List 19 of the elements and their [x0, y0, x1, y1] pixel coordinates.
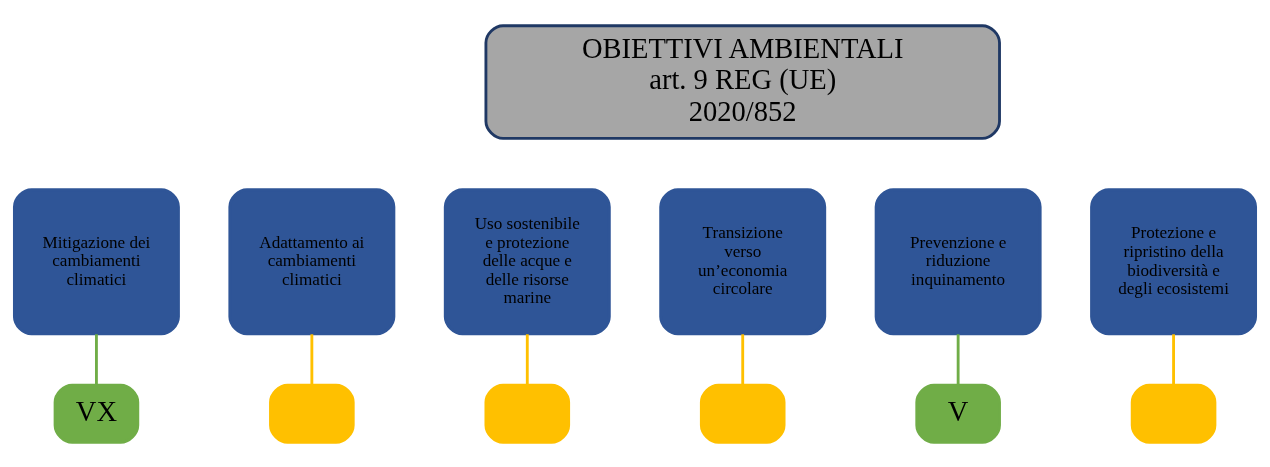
- node-box: OBIETTIVI AMBIENTALI art. 9 REG (UE) 2020/852: [484, 23, 1001, 140]
- connector: [310, 333, 314, 385]
- node-box: [269, 383, 355, 444]
- connector: [525, 333, 529, 385]
- node-box: Uso sostenibile e protezione delle acque e delle risorse marine: [443, 187, 611, 335]
- node-box: Adattamento ai cambiamenti climatici: [228, 187, 396, 335]
- node-box: [699, 383, 786, 444]
- node-box: [1130, 383, 1217, 444]
- node-box: Prevenzione e riduzione inquinamento: [874, 187, 1042, 335]
- connector: [741, 333, 745, 385]
- node-box: [484, 383, 571, 444]
- node-box: Protezione e ripristino della biodiversità e degli ecosistemi: [1090, 187, 1258, 335]
- node-box: VX: [53, 383, 140, 444]
- node-box: Mitigazione dei cambiamenti climatici: [12, 187, 180, 335]
- node-box: V: [915, 383, 1001, 444]
- connector: [956, 333, 960, 385]
- connector: [95, 333, 98, 385]
- connector: [1172, 333, 1175, 385]
- node-box: Transizione verso un’economia circolare: [659, 187, 827, 335]
